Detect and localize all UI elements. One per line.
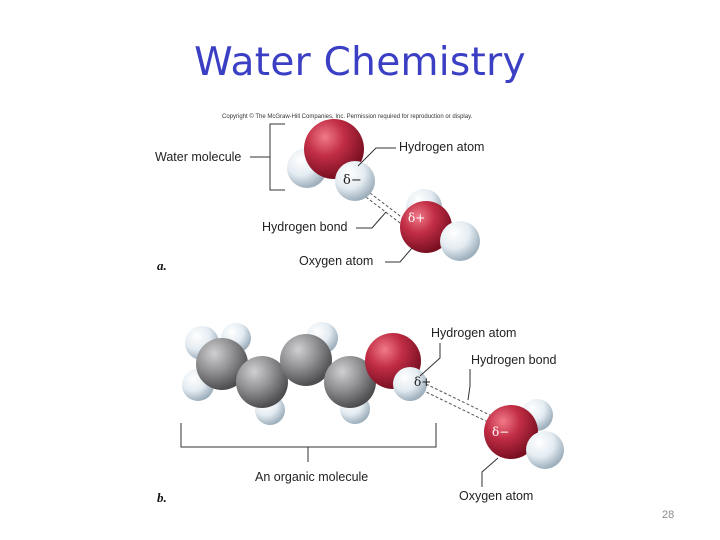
carbon-atom bbox=[236, 356, 288, 408]
water-molecule-label: Water molecule bbox=[155, 150, 242, 164]
water-molecule-b bbox=[484, 399, 564, 469]
oxygen-atom bbox=[400, 201, 452, 253]
delta-plus-b: δ+ bbox=[414, 375, 431, 389]
hydrogen-atom bbox=[335, 161, 375, 201]
hydrogen-atom-label-b: Hydrogen atom bbox=[431, 326, 517, 340]
hydrogen-bond-label-a: Hydrogen bond bbox=[262, 220, 348, 234]
hydrogen-atom bbox=[393, 367, 427, 401]
hydrogen-bond-leader-b bbox=[467, 369, 471, 401]
hydrogen-atom bbox=[526, 431, 564, 469]
oxygen-atom-leader-a bbox=[385, 247, 413, 263]
hydrogen-bond-leader-a bbox=[356, 211, 387, 229]
hydrogen-atom-leader-a bbox=[357, 147, 396, 167]
page-number: 28 bbox=[662, 509, 675, 521]
oxygen-atom-label-a: Oxygen atom bbox=[299, 254, 374, 268]
water-molecule-bracket bbox=[250, 123, 285, 191]
hydrogen-atom-label-a: Hydrogen atom bbox=[399, 140, 485, 154]
part-b-letter: b. bbox=[157, 490, 167, 505]
carbon-atom bbox=[196, 338, 248, 390]
water-molecule-1 bbox=[287, 119, 375, 201]
carbon-atom bbox=[280, 334, 332, 386]
part-a-letter: a. bbox=[157, 258, 167, 273]
carbon-atom bbox=[324, 356, 376, 408]
organic-molecule-label: An organic molecule bbox=[255, 470, 369, 484]
slide-title: Water Chemistry bbox=[194, 40, 526, 85]
organic-molecule bbox=[182, 322, 427, 425]
oxygen-atom-label-b: Oxygen atom bbox=[459, 489, 534, 503]
hydrogen-bond-a bbox=[361, 189, 409, 227]
copyright-notice: Copyright © The McGraw-Hill Companies, I… bbox=[222, 114, 473, 120]
delta-plus-a: δ+ bbox=[408, 211, 425, 225]
delta-minus-b: δ− bbox=[492, 425, 509, 439]
organic-molecule-bracket bbox=[180, 423, 437, 462]
hydrogen-atom-leader-b bbox=[419, 343, 441, 377]
oxygen-atom-leader-b bbox=[481, 457, 499, 487]
oxygen-atom bbox=[484, 405, 538, 459]
hydrogen-bond-label-b: Hydrogen bond bbox=[471, 353, 557, 367]
delta-minus-a: δ− bbox=[343, 173, 362, 188]
hydrogen-bond-b bbox=[421, 383, 497, 425]
water-molecule-2 bbox=[400, 189, 480, 261]
hydrogen-atom bbox=[440, 221, 480, 261]
